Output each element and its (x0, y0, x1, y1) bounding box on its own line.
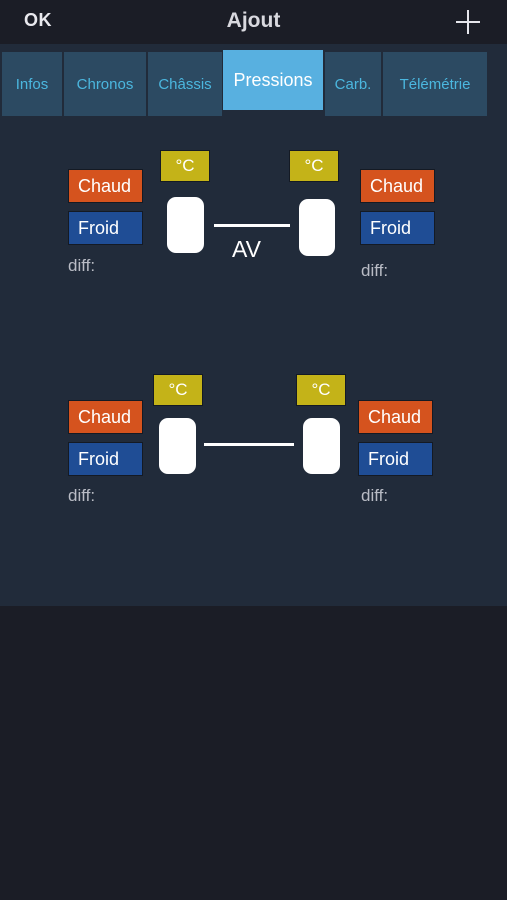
front-axle-line (214, 224, 290, 227)
ok-button[interactable]: OK (24, 10, 52, 30)
rear-left-tire (159, 418, 196, 474)
rear-axle-line (204, 443, 294, 446)
tab-infos[interactable]: Infos (2, 52, 62, 116)
front-left-froid-button[interactable]: Froid (68, 211, 143, 245)
page-title: Ajout (226, 9, 281, 32)
rear-right-temp-button[interactable]: °C (296, 374, 346, 406)
rear-left-chaud-button[interactable]: Chaud (68, 400, 143, 434)
rear-left-temp-button[interactable]: °C (153, 374, 203, 406)
rear-right-froid-button[interactable]: Froid (358, 442, 433, 476)
rear-left-diff-label: diff: (68, 486, 96, 505)
front-left-diff-label: diff: (68, 256, 96, 275)
top-bar: OK Ajout (0, 0, 507, 44)
tab-chassis[interactable]: Châssis (148, 52, 222, 116)
front-right-temp-button[interactable]: °C (289, 150, 339, 182)
tab-pressions[interactable]: Pressions (223, 50, 323, 110)
front-right-froid-button[interactable]: Froid (360, 211, 435, 245)
tab-telemetrie[interactable]: Télémétrie (383, 52, 487, 116)
rear-left-froid-button[interactable]: Froid (68, 442, 143, 476)
tab-chronos[interactable]: Chronos (64, 52, 146, 116)
front-right-tire (299, 199, 335, 256)
plus-icon[interactable] (456, 10, 480, 34)
rear-right-tire (303, 418, 340, 474)
content-panel (0, 44, 507, 606)
front-right-chaud-button[interactable]: Chaud (360, 169, 435, 203)
front-axle-label: AV (232, 236, 261, 262)
rear-right-diff-label: diff: (361, 486, 389, 505)
rear-right-chaud-button[interactable]: Chaud (358, 400, 433, 434)
front-left-temp-button[interactable]: °C (160, 150, 210, 182)
front-right-diff-label: diff: (361, 261, 389, 280)
front-left-chaud-button[interactable]: Chaud (68, 169, 143, 203)
front-left-tire (167, 197, 204, 253)
tab-carb[interactable]: Carb. (325, 52, 381, 116)
